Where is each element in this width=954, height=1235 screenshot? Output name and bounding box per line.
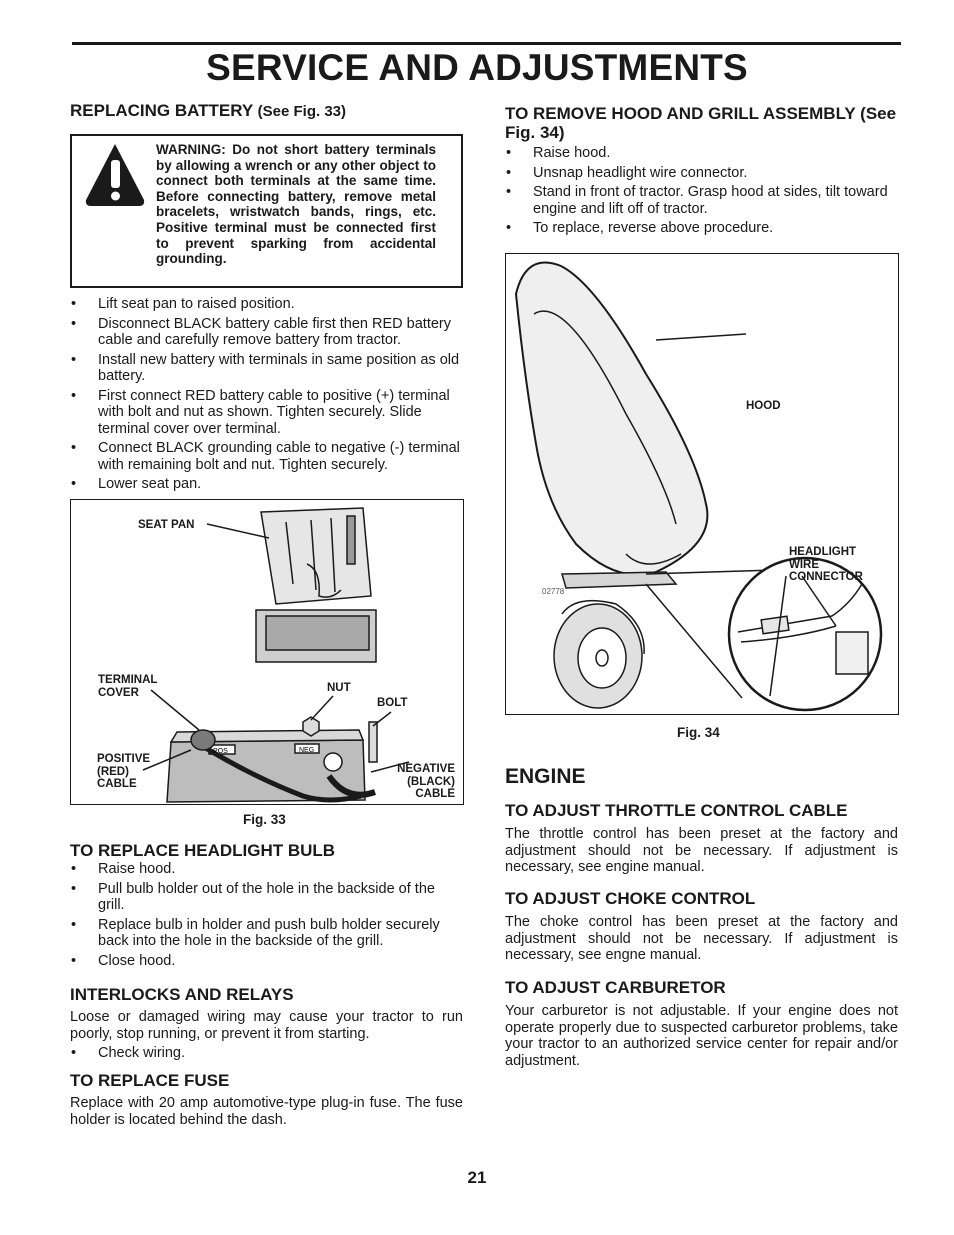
list-item: Lower seat pan. (70, 476, 463, 493)
battery-illustration: POS NEG (142, 507, 410, 803)
battery-heading: REPLACING BATTERY (See Fig. 33) (70, 101, 463, 121)
list-item: Stand in front of tractor. Grasp hood at… (505, 184, 898, 217)
warning-box: WARNING: Do not short battery terminals … (70, 134, 463, 288)
hood-steps: Raise hood. Unsnap headlight wire connec… (505, 145, 898, 240)
page-number: 21 (467, 1168, 487, 1187)
choke-text: The choke control has been preset at the… (505, 914, 898, 963)
fig33-caption: Fig. 33 (243, 812, 286, 827)
label-hood: HOOD (746, 400, 781, 412)
list-item: Pull bulb holder out of the hole in the … (70, 881, 463, 914)
warning-icon (85, 144, 145, 206)
list-item: Replace bulb in holder and push bulb hol… (70, 917, 463, 950)
list-item: Lift seat pan to raised position. (70, 296, 463, 313)
interlocks-heading: INTERLOCKS AND RELAYS (70, 985, 294, 1004)
fig34-caption: Fig. 34 (677, 725, 720, 740)
interlocks-text: Loose or damaged wiring may cause your t… (70, 1009, 463, 1042)
list-item: Check wiring. (70, 1045, 463, 1062)
label-terminal-cover: TERMINAL COVER (98, 674, 158, 699)
label-positive-cable: POSITIVE (RED) CABLE (97, 753, 151, 790)
fuse-text: Replace with 20 amp automotive-type plug… (70, 1095, 463, 1128)
list-item: Connect BLACK grounding cable to negativ… (70, 440, 463, 473)
engine-heading: ENGINE (505, 765, 586, 788)
hood-heading: TO REMOVE HOOD AND GRILL ASSEMBLY (See F… (505, 104, 897, 142)
battery-heading-ref: (See Fig. 33) (257, 103, 347, 120)
label-nut: NUT (327, 682, 351, 694)
battery-steps: Lift seat pan to raised position. Discon… (70, 296, 463, 496)
throttle-text: The throttle control has been preset at … (505, 826, 898, 875)
page-title: SERVICE AND ADJUSTMENTS (206, 47, 748, 88)
figure-33: POS NEG SEAT PAN TERMINAL COVER NUT BOLT… (70, 499, 464, 805)
pos-mark: POS (213, 748, 228, 755)
carburetor-heading: TO ADJUST CARBURETOR (505, 978, 726, 997)
list-item: To replace, reverse above procedure. (505, 220, 898, 237)
list-item: Install new battery with terminals in sa… (70, 352, 463, 385)
headlight-steps: Raise hood. Pull bulb holder out of the … (70, 861, 463, 972)
label-headlight-connector: HEADLIGHT WIRE CONNECTOR (789, 546, 863, 583)
label-negative-cable: NEGATIVE (BLACK) CABLE (397, 763, 455, 800)
throttle-heading: TO ADJUST THROTTLE CONTROL CABLE (505, 801, 848, 820)
choke-heading: TO ADJUST CHOKE CONTROL (505, 889, 756, 908)
battery-heading-text: REPLACING BATTERY (70, 101, 253, 120)
list-item: Disconnect BLACK battery cable first the… (70, 316, 463, 349)
list-item: Raise hood. (505, 145, 898, 162)
label-seat-pan: SEAT PAN (138, 519, 195, 531)
title-rule (72, 42, 901, 45)
list-item: First connect RED battery cable to posit… (70, 388, 463, 438)
hood-illustration: 02778 (514, 261, 883, 712)
list-item: Raise hood. (70, 861, 463, 878)
interlocks-steps: Check wiring. (70, 1045, 463, 1065)
headlight-heading: TO REPLACE HEADLIGHT BULB (70, 841, 336, 860)
fuse-heading: TO REPLACE FUSE (70, 1071, 230, 1090)
fig34-code: 02778 (542, 587, 565, 596)
warning-text: WARNING: Do not short battery terminals … (156, 142, 436, 267)
neg-mark: NEG (299, 747, 314, 754)
figure-34: 02778 HOOD HEADLIGHT WIRE CONNECTOR (505, 253, 899, 715)
list-item: Close hood. (70, 953, 463, 970)
carburetor-text: Your carburetor is not adjustable. If yo… (505, 1003, 898, 1069)
label-bolt: BOLT (377, 697, 408, 709)
list-item: Unsnap headlight wire connector. (505, 165, 898, 182)
